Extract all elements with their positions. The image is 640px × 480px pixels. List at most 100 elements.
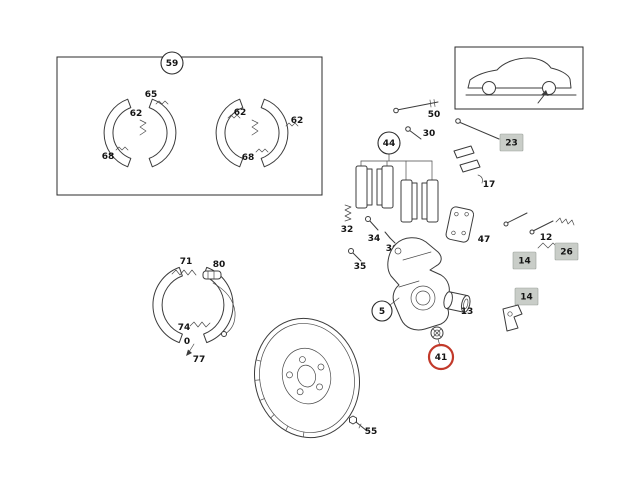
part-label-5[interactable]: 5	[379, 307, 385, 317]
parking-brake-shoes-group: 71 80 74 0 77	[152, 257, 236, 365]
guide-pin-head	[393, 107, 399, 114]
brake-pad-backing	[355, 165, 368, 209]
wheel-bolt-hole	[299, 356, 306, 363]
cable-end	[221, 331, 227, 337]
thread-tick	[358, 423, 362, 429]
brake-shoe-kit-group: 59 65 62 68 62 68 62	[56, 51, 323, 196]
bolt-34-head	[365, 216, 371, 222]
spring-clip-group: 17	[453, 145, 496, 190]
brake-pad-backing	[426, 179, 439, 223]
direction-arrow-icon	[186, 349, 192, 356]
plate-hole	[461, 230, 466, 236]
part-label-14-upper[interactable]: 14	[518, 257, 531, 267]
car-front-wheel	[482, 81, 496, 95]
part-label-44[interactable]: 44	[383, 139, 396, 149]
brake-pad-lining	[366, 168, 373, 206]
shoe-spring-icon	[255, 148, 269, 153]
part-label-68-left[interactable]: 68	[102, 152, 115, 162]
brake-shoe-right-a	[148, 98, 177, 168]
parking-shoe-right	[203, 266, 234, 344]
part-label-13[interactable]: 13	[461, 307, 474, 317]
adjuster-80-body	[202, 270, 222, 280]
bolt-35-shaft	[351, 251, 362, 262]
part-label-71[interactable]: 71	[180, 257, 193, 267]
lower-spring-icon	[189, 321, 211, 328]
pin-23-head	[455, 118, 461, 124]
part-label-62-left[interactable]: 62	[130, 109, 143, 119]
caliper-detail-line	[398, 280, 420, 288]
part-label-62-right[interactable]: 62	[291, 116, 304, 126]
adjuster-group: 41	[427, 326, 455, 371]
piston-body	[443, 291, 471, 313]
part-label-80[interactable]: 80	[213, 260, 226, 270]
part-label-14-lower[interactable]: 14	[520, 293, 533, 303]
part-label-12[interactable]: 12	[540, 233, 553, 243]
piston-side	[449, 291, 469, 297]
guide-pin-shaft	[396, 101, 439, 111]
part-callout-44-circle[interactable]	[377, 131, 401, 155]
part-label-50[interactable]: 50	[428, 110, 441, 120]
location-arrow-icon	[541, 90, 549, 96]
adjuster-center	[433, 329, 441, 337]
brake-pad-set-group: 44	[355, 131, 439, 223]
bracket-hole	[507, 311, 513, 317]
part-label-30[interactable]: 30	[423, 129, 436, 139]
plate-hole	[451, 230, 456, 236]
part-label-59[interactable]: 59	[166, 59, 179, 69]
part-callout-5-circle[interactable]	[371, 300, 393, 322]
spring-clip	[459, 159, 481, 173]
part-badge-14-lower[interactable]	[514, 287, 539, 306]
disc-outer-edge	[253, 317, 361, 439]
lever-cable	[212, 282, 236, 335]
part-label-77[interactable]: 77	[193, 355, 206, 365]
part-label-34[interactable]: 34	[368, 234, 381, 244]
part-highlight-41-circle[interactable]	[427, 343, 455, 371]
bleeder-36-tip	[389, 237, 396, 244]
part-label-17[interactable]: 17	[483, 180, 496, 190]
spring-32-icon	[344, 204, 352, 222]
wheel-bolt-hole	[286, 371, 293, 379]
part-label-65[interactable]: 65	[145, 90, 158, 100]
parking-shoe-left	[152, 266, 183, 344]
brake-pad-lining	[376, 168, 383, 206]
brake-pad-backing	[381, 165, 394, 209]
part-label-74[interactable]: 74	[178, 323, 191, 333]
wheel-bolt-group: 55	[349, 415, 378, 437]
disc-hatch	[255, 359, 262, 362]
brake-pad-backing	[400, 179, 413, 223]
holddown-pin	[532, 220, 554, 232]
part-label-55[interactable]: 55	[365, 427, 378, 437]
piston-side	[445, 307, 465, 313]
part-badge-14-upper[interactable]	[512, 251, 537, 270]
bolt-55-shaft	[355, 421, 368, 432]
part-label-26[interactable]: 26	[560, 248, 573, 258]
part-label-0[interactable]: 0	[184, 337, 190, 347]
car-inset-frame	[454, 46, 584, 110]
bolt-35-head	[348, 248, 354, 254]
part-badge-23[interactable]	[499, 133, 524, 152]
part-label-23[interactable]: 23	[505, 139, 518, 149]
part-label-68-right[interactable]: 68	[242, 153, 255, 163]
caliper-bore-outer	[410, 285, 436, 311]
part-label-62-mid[interactable]: 62	[234, 108, 247, 118]
bolt-55-head	[349, 415, 357, 425]
callout-leader	[389, 297, 400, 306]
thread-tick	[433, 99, 436, 107]
wave-spring-icon	[537, 242, 559, 249]
disc-hub	[281, 347, 332, 405]
part-label-35[interactable]: 35	[354, 262, 367, 272]
part-callout-59-circle[interactable]	[160, 51, 184, 75]
holddown-pin	[506, 212, 528, 224]
pin-23-shaft	[458, 121, 500, 140]
disc-hatch	[254, 379, 261, 381]
shoe-spring-icon	[115, 146, 129, 151]
disc-hatch	[270, 414, 275, 419]
part-label-32[interactable]: 32	[341, 225, 354, 235]
caliper-lug-hole	[394, 247, 402, 255]
part-label-41[interactable]: 41	[435, 353, 448, 363]
coil-spring-icon	[555, 217, 575, 226]
piston-bore	[463, 298, 469, 310]
part-label-47[interactable]: 47	[478, 235, 491, 245]
part-badge-26[interactable]	[554, 242, 579, 261]
